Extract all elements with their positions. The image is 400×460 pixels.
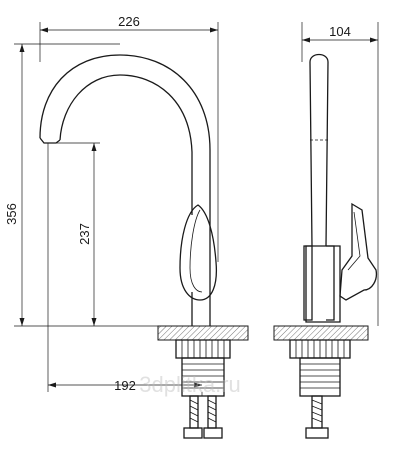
dimension-total-height: 356 — [4, 43, 158, 327]
mounting-nut-front — [175, 339, 231, 359]
faucet-body — [191, 262, 211, 326]
side-body — [303, 245, 335, 321]
shank-thread-front — [182, 363, 224, 389]
side-spout-tube — [309, 53, 329, 247]
hose-fitting-side — [305, 427, 329, 439]
dimension-spout-height: 237 — [56, 142, 100, 326]
dimension-depth: 104 — [301, 22, 379, 326]
dim-label-192: 192 — [114, 378, 136, 393]
nut-teeth-front — [181, 340, 225, 358]
spout-outer-curve — [39, 54, 211, 262]
side-lever-inner — [347, 211, 361, 271]
mounting-plate-front — [157, 325, 249, 341]
hose-braid-side — [311, 399, 323, 423]
dim-label-237: 237 — [77, 223, 92, 245]
dim-label-356: 356 — [4, 203, 19, 225]
nut-teeth-side — [295, 340, 345, 358]
dim-label-226: 226 — [118, 14, 140, 29]
hose-fitting-left-front — [183, 427, 203, 439]
lever-handle — [179, 204, 218, 301]
dimension-total-width: 226 — [39, 14, 219, 262]
dim-label-104: 104 — [329, 24, 351, 39]
threaded-shank-front — [181, 357, 225, 397]
side-view — [273, 53, 378, 439]
lever-handle-inner — [189, 209, 203, 293]
front-view — [39, 54, 249, 439]
dimension-spout-reach: 192 — [47, 143, 203, 396]
side-body-outline — [305, 245, 341, 323]
spout-tip — [39, 137, 61, 144]
spout-inner-curve — [59, 74, 193, 215]
side-lever-handle — [339, 202, 378, 301]
hose-braid-front — [189, 399, 217, 423]
hose-fitting-right-front — [203, 427, 223, 439]
mounting-plate-side — [273, 325, 369, 341]
watermark-text: 3dplitka.ru — [139, 372, 241, 397]
shank-thread-side — [300, 363, 340, 389]
